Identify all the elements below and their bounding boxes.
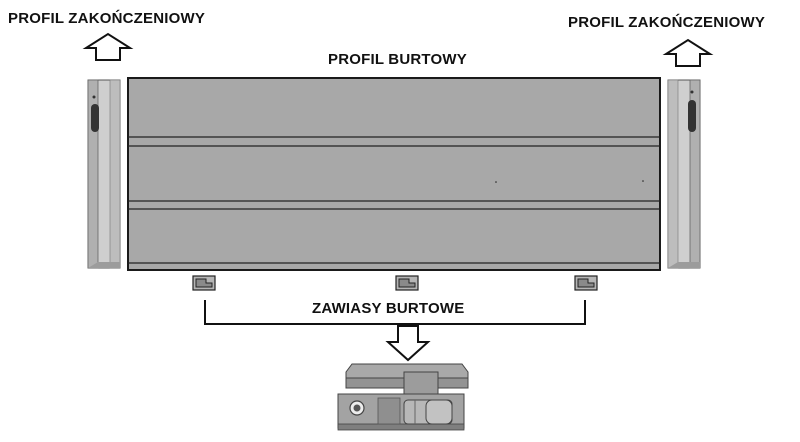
right-end-profile-label: PROFIL ZAKOŃCZENIOWY [568, 14, 766, 31]
left-end-profile-label: PROFIL ZAKOŃCZENIOWY [8, 10, 206, 27]
end-profile-icon [87, 79, 121, 269]
hinges-label: ZAWIASY BURTOWE [312, 300, 465, 317]
end-profile-icon [667, 79, 701, 269]
hinge-icon [395, 275, 419, 291]
side-panel-profile [127, 77, 661, 271]
up-arrow-icon [662, 38, 714, 67]
side-panel-profile-label: PROFIL BURTOWY [328, 51, 467, 68]
up-arrow-icon [82, 32, 134, 61]
down-arrow-icon [385, 325, 431, 362]
hinge-icon [337, 363, 469, 431]
hinge-icon [574, 275, 598, 291]
hinges-bracket [204, 300, 586, 325]
hinge-icon [192, 275, 216, 291]
